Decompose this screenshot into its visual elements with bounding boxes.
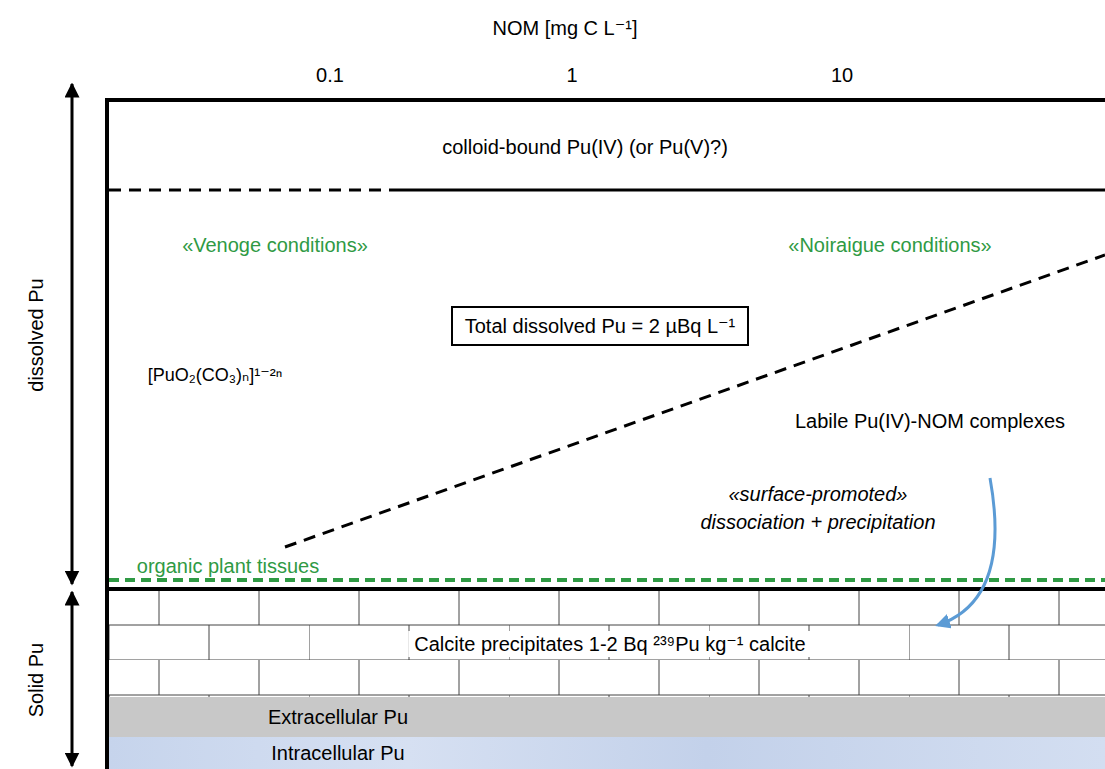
species-label: [PuO₂(CO₃)ₙ]¹⁻²ⁿ <box>145 365 286 387</box>
dissolved-axis-arrow <box>71 84 74 584</box>
axis-title: NOM [mg C L⁻¹] <box>489 16 640 40</box>
tick-label: 10 <box>828 63 856 87</box>
solid-boundary <box>107 587 1105 591</box>
frame-left <box>105 98 109 769</box>
node-text: Calcite precipitates 1-2 Bq ²³⁹Pu kg⁻¹ c… <box>408 631 812 657</box>
total-box: Total dissolved Pu = 2 µBq L⁻¹ <box>451 306 750 346</box>
condition-label: «Noiraigue conditions» <box>785 233 994 257</box>
axis-label: Solid Pu <box>24 640 48 721</box>
process-label: «surface-promoted» dissociation + precip… <box>675 480 962 536</box>
calcite-band: Calcite precipitates 1-2 Bq ²³⁹Pu kg⁻¹ c… <box>109 591 1105 696</box>
tick-label: 0.1 <box>313 63 347 87</box>
tick-label: 1 <box>563 63 580 87</box>
calcite-bricks <box>109 590 1105 697</box>
speciation-boundary <box>285 255 1105 547</box>
frame-top <box>107 98 1105 102</box>
boundary-label: organic plant tissues <box>134 554 322 578</box>
extracellular-band: Extracellular Pu <box>109 697 1105 737</box>
colloid-dashed-boundary <box>109 189 390 192</box>
node-text: Total dissolved Pu = 2 µBq L⁻¹ <box>465 314 736 338</box>
precipitation-arrow <box>938 478 995 625</box>
node-text: Intracellular Pu <box>271 741 404 765</box>
condition-label: «Venoge conditions» <box>179 233 371 257</box>
axis-label: dissolved Pu <box>24 275 48 394</box>
plant-tissue-line <box>109 578 1105 582</box>
colloid-boundary <box>390 189 1105 192</box>
solid-axis-arrow <box>71 592 74 766</box>
intracellular-band: Intracellular Pu <box>109 737 1105 769</box>
node-text: Extracellular Pu <box>268 705 408 729</box>
region-label: Labile Pu(IV)-NOM complexes <box>792 409 1068 433</box>
region-label: colloid-bound Pu(IV) (or Pu(V)?) <box>439 135 731 159</box>
